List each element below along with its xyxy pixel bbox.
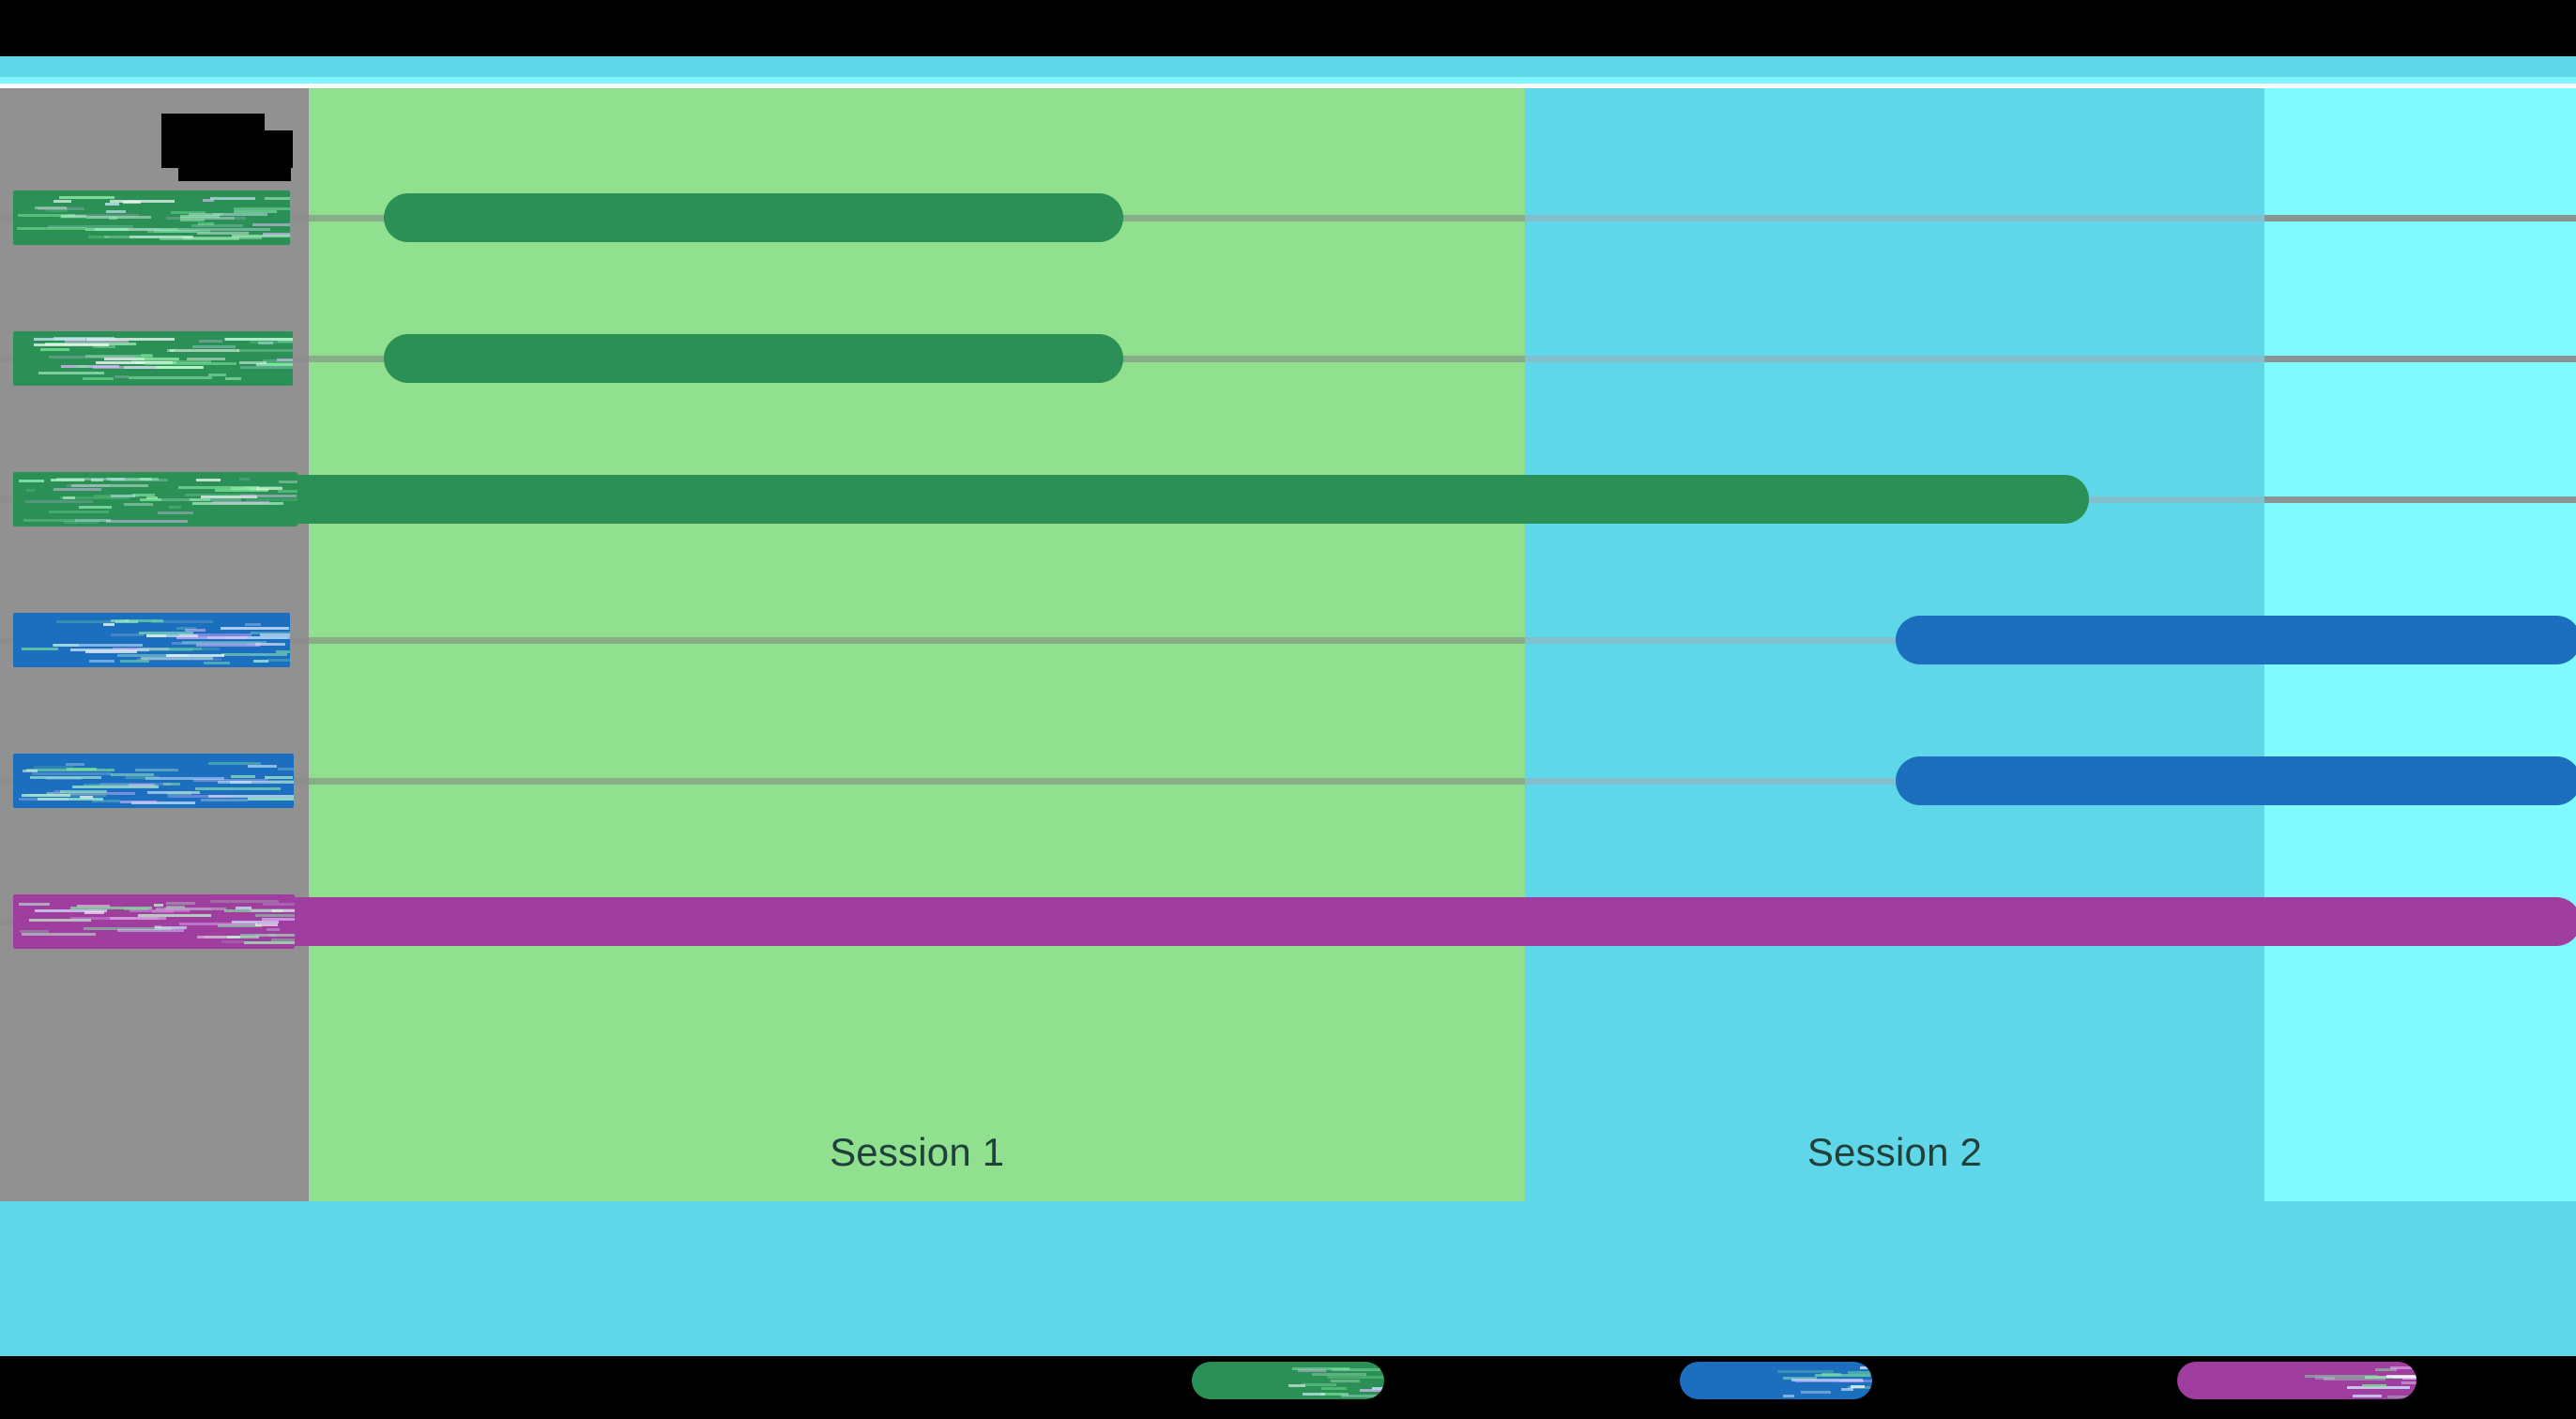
gridline — [1525, 215, 2264, 221]
gridline — [2264, 496, 2576, 503]
y-axis-label-redacted — [13, 754, 294, 808]
y-axis-label-column — [0, 88, 568, 1051]
chart-title-redaction-c — [178, 168, 291, 181]
gridline — [2264, 356, 2576, 362]
bottom-band-fill — [0, 1201, 2576, 1356]
top-letterbox — [0, 0, 2576, 56]
legend-item-redacted[interactable] — [2177, 1362, 2416, 1399]
legend-item-redacted[interactable] — [1680, 1362, 1872, 1399]
chart-title-redaction-b — [161, 130, 293, 168]
y-axis-label-redacted — [13, 191, 290, 245]
y-axis-label-redacted — [13, 472, 297, 526]
y-axis-label-redacted — [13, 894, 295, 949]
gridline — [2264, 215, 2576, 221]
session-band-1-label: Session 1 — [309, 1130, 1525, 1175]
y-axis-label-redacted — [13, 331, 293, 386]
chart-title-redaction-a — [161, 114, 265, 130]
window-chrome-strip-light — [0, 77, 2576, 84]
y-axis-label-redacted — [13, 613, 290, 667]
chart-legend — [0, 1356, 2576, 1419]
gantt-bar[interactable] — [1896, 756, 2576, 805]
gantt-bar[interactable] — [1896, 616, 2576, 664]
legend-item-redacted[interactable] — [1192, 1362, 1384, 1399]
gridline — [1525, 356, 2264, 362]
session-band-2-label: Session 2 — [1525, 1130, 2264, 1175]
